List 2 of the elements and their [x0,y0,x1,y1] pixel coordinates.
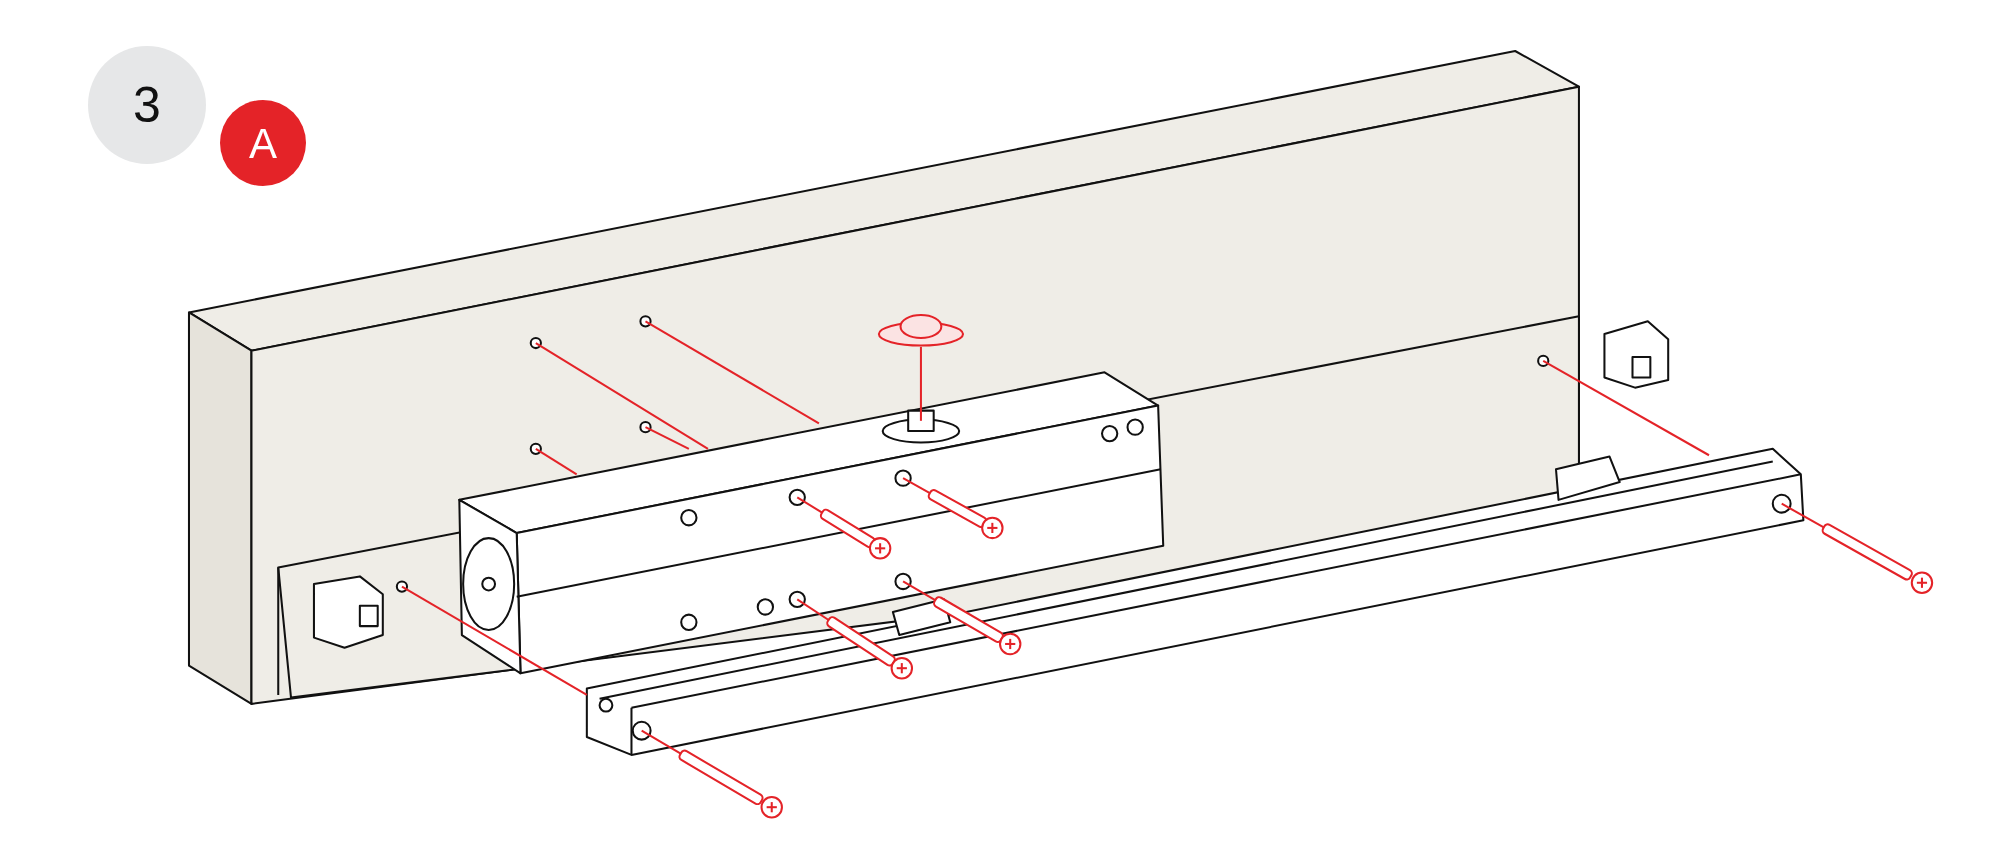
step-letter: A [220,100,306,186]
step-number: 3 [88,46,206,164]
